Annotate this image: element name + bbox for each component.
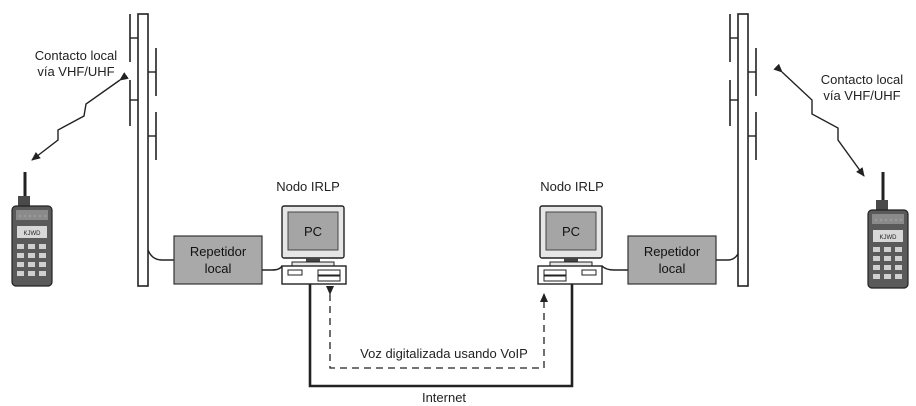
right-repeater-box xyxy=(627,235,717,285)
right-contact-label-line1: Contacto local xyxy=(821,72,903,87)
left-tower-cable xyxy=(147,249,174,261)
voip-dashed-link xyxy=(326,286,548,369)
left-repeater-pc-cable xyxy=(262,265,283,271)
left-node-title: Nodo IRLP xyxy=(276,179,340,194)
right-repeater-pc-cable xyxy=(601,265,628,271)
left-contact-label-line2: vía VHF/UHF xyxy=(37,64,114,79)
left-repeater-label-line2: local xyxy=(205,261,232,276)
right-repeater-label-line1: Repetidor xyxy=(644,244,701,259)
right-handheld-radio-icon: KJWD xyxy=(867,172,909,289)
right-tower-cable xyxy=(716,249,741,261)
left-radio-brand: KJWD xyxy=(24,231,42,237)
right-radio-link-arrow xyxy=(773,63,865,177)
left-repeater-box xyxy=(173,235,263,285)
internet-link xyxy=(308,284,574,388)
internet-label: Internet xyxy=(422,390,466,405)
right-contact-label-line2: vía VHF/UHF xyxy=(823,88,900,103)
left-handheld-radio-icon: KJWD xyxy=(11,172,53,287)
left-repeater-label-line1: Repetidor xyxy=(190,244,247,259)
right-antenna-tower xyxy=(729,13,757,287)
left-antenna-tower xyxy=(129,13,157,287)
left-pc-label: PC xyxy=(304,224,322,239)
left-pc-computer-icon xyxy=(281,205,347,285)
right-pc-label: PC xyxy=(562,224,580,239)
right-pc-computer-icon xyxy=(537,205,603,285)
left-radio-link-arrow xyxy=(31,72,129,161)
left-contact-label-line1: Contacto local xyxy=(35,48,117,63)
right-radio-brand: KJWD xyxy=(880,235,898,241)
right-repeater-label-line2: local xyxy=(659,261,686,276)
voip-label: Voz digitalizada usando VoIP xyxy=(360,346,528,361)
right-node-title: Nodo IRLP xyxy=(540,179,604,194)
voip-label-bg xyxy=(346,345,542,363)
